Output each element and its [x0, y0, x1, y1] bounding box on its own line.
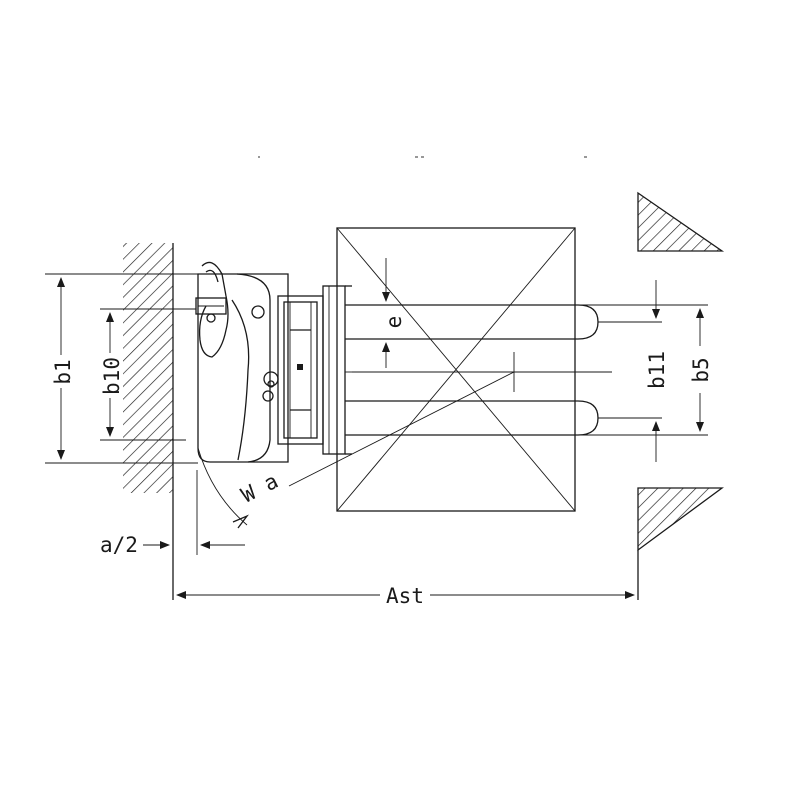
turning-radius [197, 352, 612, 529]
label-a2: a/2 [100, 533, 138, 557]
dim-b1 [45, 273, 198, 464]
aisle-corner-top [637, 191, 725, 252]
aisle-corner-bottom [637, 487, 724, 600]
label-b5: b5 [689, 357, 713, 382]
label-b1: b1 [51, 359, 75, 384]
dim-b10 [100, 308, 196, 441]
truck-body [197, 273, 289, 463]
left-wall [123, 243, 174, 600]
label-b11: b11 [645, 351, 669, 389]
dim-a2 [143, 470, 245, 555]
tiller-handle [195, 261, 229, 358]
pallet-load [336, 227, 576, 512]
label-wa: W a [237, 469, 282, 508]
label-e: e [382, 316, 406, 329]
dim-b5 [578, 304, 708, 436]
label-ast: Ast [386, 584, 424, 608]
dim-b11 [598, 280, 662, 462]
fork-carriage [277, 285, 352, 455]
fork-lower [345, 400, 599, 436]
label-b10: b10 [100, 357, 124, 395]
